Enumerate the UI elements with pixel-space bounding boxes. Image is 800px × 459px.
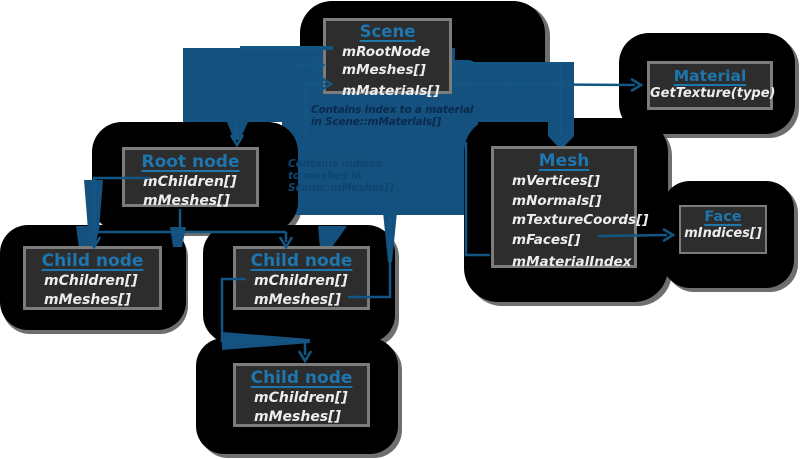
child-node-left-box: Child node mChildren[] mMeshes[] xyxy=(23,246,162,310)
childL-member-mmeshes: mMeshes[] xyxy=(44,291,131,308)
annotation-line: in Scene::mMaterials[] xyxy=(311,115,442,128)
annotation-line: Scene::mMeshes[] xyxy=(288,181,394,194)
childB-member-mmeshes: mMeshes[] xyxy=(254,408,341,425)
child-node-bottom-box: Child node mChildren[] mMeshes[] xyxy=(233,363,370,427)
scene-title: Scene xyxy=(359,22,416,41)
scene-member-mrootnode: mRootNode xyxy=(342,43,431,60)
scene-to-material-line xyxy=(451,82,636,87)
child-node-left-title: Child node xyxy=(41,251,144,271)
arrowhead-into-root xyxy=(230,134,244,148)
arrowhead-into-mesh xyxy=(554,133,568,147)
root-node-title: Root node xyxy=(141,152,240,172)
material-title: Material xyxy=(673,67,747,85)
annotation-line: to meshes in xyxy=(288,169,362,182)
arrowhead-into-child-bottom xyxy=(298,350,312,364)
root-member-mmeshes: mMeshes[] xyxy=(143,192,230,209)
childM-member-mchildren: mChildren[] xyxy=(254,273,348,290)
child-node-bottom-title: Child node xyxy=(250,368,353,388)
annotation-line: Contains index to a material xyxy=(311,104,474,116)
root-member-mchildren: mChildren[] xyxy=(143,174,237,191)
mesh-title: Mesh xyxy=(538,151,590,171)
mesh-member-mtexturecoords: mTextureCoords[] xyxy=(512,212,649,229)
material-box: Material GetTexture(type) xyxy=(647,61,776,110)
scene-box: Scene mRootNode mMeshes[] mMaterials[] xyxy=(323,18,452,99)
arrowhead-into-face xyxy=(662,228,676,242)
scene-member-mmaterials: mMaterials[] xyxy=(342,82,440,99)
mesh-member-mfaces: mFaces[] xyxy=(512,231,581,248)
material-member-gettexture: GetTexture(type) xyxy=(650,86,776,102)
mesh-indices-annotation: Contains indices to meshes in Scene::mMe… xyxy=(288,158,394,194)
childB-member-mchildren: mChildren[] xyxy=(254,390,348,407)
child-node-middle-box: Child node mChildren[] mMeshes[] xyxy=(233,246,370,310)
mesh-box: Mesh mVertices[] mNormals[] mTextureCoor… xyxy=(491,146,649,270)
face-member-mindices: mIndices[] xyxy=(684,226,762,242)
mesh-materialindex-return-line xyxy=(464,142,490,257)
childL-member-mchildren: mChildren[] xyxy=(44,273,138,290)
mesh-member-mnormals: mNormals[] xyxy=(512,192,602,209)
face-title: Face xyxy=(704,209,742,225)
child-node-middle-title: Child node xyxy=(250,251,353,271)
scene-member-mmeshes: mMeshes[] xyxy=(342,61,426,78)
mesh-member-mvertices: mVertices[] xyxy=(512,173,600,190)
childM-member-mmeshes: mMeshes[] xyxy=(254,291,341,308)
arrowhead-into-scene-mmeshes xyxy=(312,58,326,72)
mesh-member-mmaterialindex: mMaterialIndex xyxy=(512,254,632,271)
root-node-box: Root node mChildren[] mMeshes[] xyxy=(122,147,259,209)
face-box: Face mIndices[] xyxy=(679,205,767,254)
annotation-line: Contains indices xyxy=(288,158,383,170)
material-index-annotation: Contains index to a material in Scene::m… xyxy=(311,104,474,129)
arrowhead-into-material xyxy=(630,78,644,92)
